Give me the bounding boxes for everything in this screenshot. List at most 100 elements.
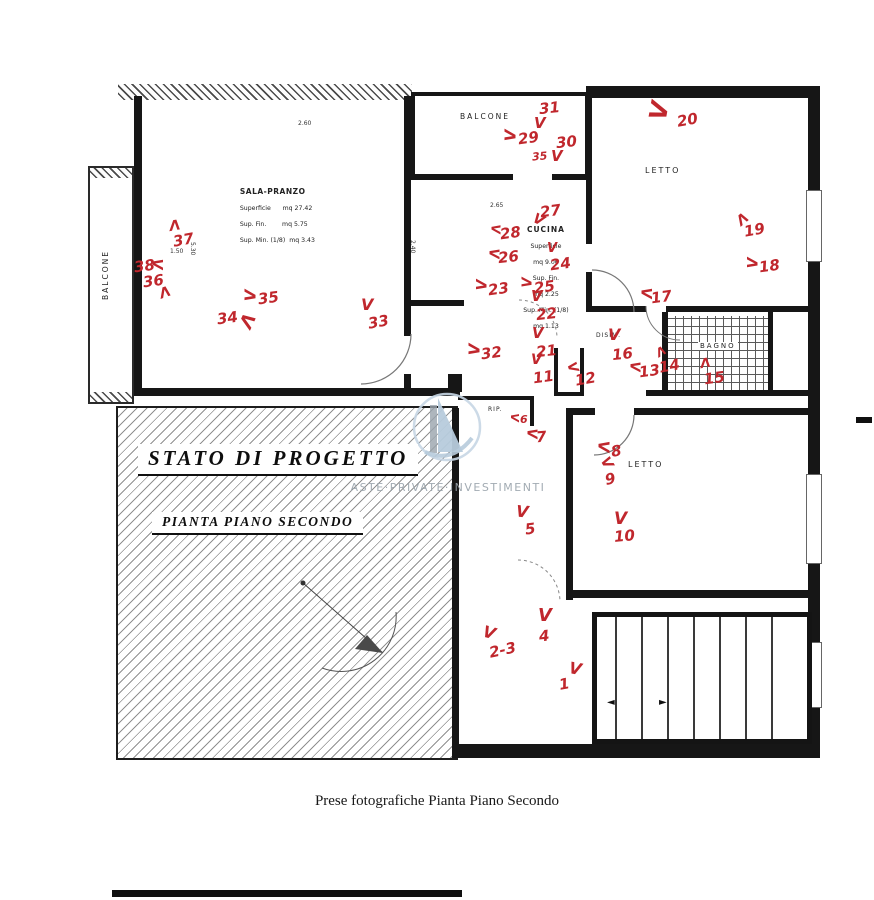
plan-subtitle: PIANTA PIANO SECONDO [152, 512, 364, 535]
wall-segment [586, 92, 592, 244]
hatched-wall-balcony-bottom [90, 392, 132, 402]
room-label-bagno: BAGNO [698, 342, 738, 350]
wall-segment [634, 408, 808, 415]
photo-marker-37: 37 [171, 229, 196, 251]
photo-marker-arrow: V [626, 361, 642, 372]
wall-segment [411, 92, 589, 96]
photo-marker-arrow: V [480, 621, 498, 644]
wall-pillar [448, 374, 462, 392]
plan-title: STATO DI PROGETTO [138, 444, 419, 476]
room-label-sala: SALA-PRANZO [239, 187, 306, 196]
staircase: ◄ ► [592, 612, 812, 744]
room-info-line: Sup. Fin. mq 5.75 [239, 221, 308, 228]
room-label-balcone-top: BALCONE [460, 112, 510, 121]
stair-step [771, 617, 773, 739]
photo-marker-15: 15 [702, 367, 727, 389]
window [806, 190, 822, 262]
scan-artifact [856, 417, 872, 423]
photo-marker-arrow: V [547, 241, 558, 256]
room-info-line: Sup. Min. (1/8) mq 3.43 [239, 237, 315, 244]
photo-marker-arrow: V [551, 147, 563, 165]
wall-segment [646, 390, 812, 396]
photo-marker-arrow: V [608, 325, 621, 344]
wall-segment [552, 174, 590, 180]
stair-step [641, 617, 643, 739]
wall-segment [554, 348, 558, 396]
photo-marker-arrow: V [515, 501, 530, 522]
photo-marker-arrow: V [643, 99, 675, 123]
photo-marker-11: 11 [531, 366, 556, 388]
room-info-sala: SALA-PRANZO Superficie mq 27.42 Sup. Fin… [232, 180, 315, 253]
wall-segment [411, 92, 415, 178]
dimension-label: 2.40 [409, 240, 416, 254]
stair-step [667, 617, 669, 739]
photo-marker-12: 12 [573, 368, 598, 390]
wall-segment [452, 408, 459, 748]
photo-marker-arrow: V [538, 605, 552, 626]
photo-marker-4: 4 [538, 626, 551, 646]
wall-segment [404, 374, 411, 396]
photo-marker-arrow: V [233, 309, 259, 331]
photo-marker-arrow: V [745, 257, 762, 269]
page-caption: Prese fotografiche Pianta Piano Secondo [314, 793, 560, 809]
photo-marker-arrow: V [465, 343, 484, 356]
stair-step [693, 617, 695, 739]
photo-marker-arrow: V [698, 353, 712, 370]
photo-marker-arrow: V [637, 287, 654, 299]
photo-marker-16: 16 [611, 343, 634, 365]
photo-marker-arrow: V [148, 258, 165, 270]
wall-segment [580, 348, 584, 396]
wall-segment [592, 306, 646, 312]
wall-segment [566, 408, 573, 600]
photo-marker-arrow: V [156, 281, 173, 301]
door-arc-dashed [517, 559, 561, 603]
photo-marker-33: 33 [366, 311, 391, 333]
photo-marker-9: 9 [603, 469, 618, 489]
photo-marker-20: 20 [675, 109, 700, 131]
photo-marker-35: 35 [256, 287, 281, 309]
dimension-label: 2.60 [298, 120, 312, 127]
room-label-cucina: CUCINA [526, 225, 565, 234]
wall-segment [586, 272, 592, 312]
scan-artifact [112, 890, 462, 897]
photo-marker-29: 29 [516, 127, 541, 149]
wall-segment [768, 312, 773, 396]
room-info-line: mq 2.25 [533, 291, 559, 298]
photo-marker-32: 32 [479, 342, 504, 364]
window [806, 474, 822, 564]
bathroom-tile-hatch [668, 316, 768, 390]
hatched-wall-balcony-top [90, 168, 132, 178]
wall-segment [573, 408, 595, 415]
wall-segment [666, 306, 812, 312]
photo-marker-arrow: V [485, 248, 501, 259]
photo-marker-10: 10 [613, 526, 636, 546]
photo-marker-arrow: V [532, 324, 544, 342]
room-info-line: mq 9.06 [533, 259, 559, 266]
photo-marker-22: 22 [535, 303, 558, 325]
wall-segment [662, 312, 668, 394]
photo-marker-35: 35 [531, 149, 548, 164]
wall-segment [554, 392, 584, 396]
hatched-wall-top [118, 84, 412, 100]
photo-marker-arrow: V [534, 114, 546, 132]
wall-segment [411, 174, 513, 180]
photo-marker-arrow: V [488, 224, 503, 234]
stair-direction-arrow: ◄ [607, 697, 615, 708]
wall-segment [408, 300, 464, 306]
stair-direction-arrow: ► [659, 697, 667, 708]
wall-segment [566, 590, 812, 598]
stair-step [615, 617, 617, 739]
photo-marker-6: 6 [520, 413, 528, 426]
wall-segment [586, 86, 820, 98]
photo-marker-arrow: V [241, 289, 260, 302]
watermark-text: ASTE·PRIVATE·INVESTIMENTI [350, 481, 546, 494]
balcony-left-outline [88, 166, 134, 404]
photo-marker-arrow: V [567, 658, 584, 679]
wall-segment [452, 744, 820, 758]
photo-marker-arrow: V [167, 215, 182, 233]
room-info-line: Sup. Fin. [532, 275, 560, 282]
photo-marker-arrow: V [523, 428, 539, 439]
photo-marker-24: 24 [548, 253, 573, 275]
wall-segment [134, 388, 460, 396]
